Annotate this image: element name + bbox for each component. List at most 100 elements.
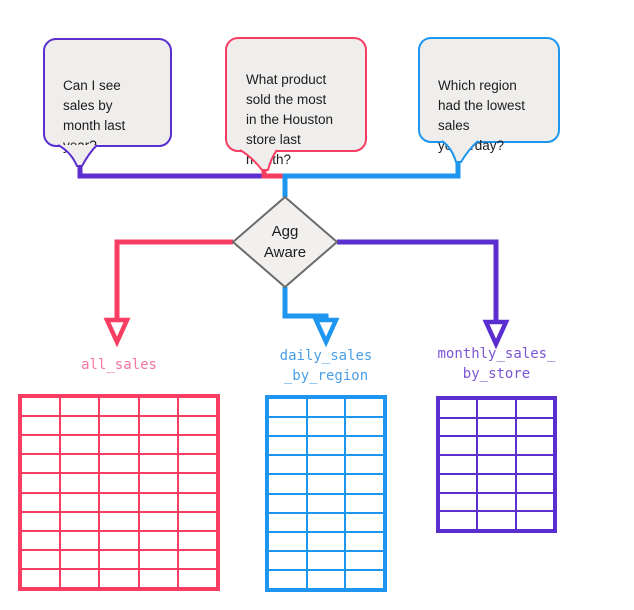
table-cell: [21, 397, 61, 417]
question-bubble-product-most-sold: What product sold the most in the Housto…: [225, 37, 367, 167]
table-cell: [21, 530, 61, 550]
table-cell: [515, 455, 554, 474]
table-cell: [439, 455, 478, 474]
table-cell: [138, 473, 178, 493]
question-bubble-sales-by-month: Can I see sales by month last year?: [43, 38, 172, 153]
table-cell: [21, 435, 61, 455]
table-cell: [21, 416, 61, 436]
question-text: Which region had the lowest sales yester…: [438, 78, 526, 153]
table-cell: [515, 417, 554, 437]
table-cell: [21, 473, 61, 493]
table-cell: [345, 417, 384, 437]
table-cell: [177, 549, 217, 569]
table-cell: [60, 492, 100, 512]
table-cell: [345, 398, 384, 418]
table-cell: [439, 436, 478, 456]
table-cell: [177, 416, 217, 436]
table-cell: [21, 511, 61, 531]
table-cell: [345, 436, 384, 456]
table-cell: [345, 455, 384, 475]
table-cell: [99, 473, 139, 493]
table-cell: [138, 454, 178, 474]
table-cell: [138, 530, 178, 550]
table-cell: [268, 436, 307, 456]
table-cell: [477, 511, 516, 530]
table-cell: [138, 492, 178, 512]
table-cell: [477, 436, 516, 456]
table-cell: [306, 569, 346, 589]
table-cell: [439, 399, 478, 418]
table-cell: [138, 416, 178, 436]
table-cell: [99, 511, 139, 531]
table-cell: [345, 493, 384, 513]
table-cell: [268, 493, 307, 513]
table-cell: [177, 568, 217, 588]
table-cell: [477, 492, 516, 512]
table-cell: [477, 473, 516, 493]
table-cell: [515, 399, 554, 418]
table-cell: [268, 550, 307, 570]
table-cell: [306, 455, 346, 475]
table-cell: [60, 549, 100, 569]
arrowhead-down-pink-icon: [103, 317, 131, 348]
table-daily-sales-by-region: [265, 395, 387, 592]
arrowhead-down-purple-icon: [482, 319, 510, 350]
table-cell: [177, 530, 217, 550]
table-cell: [515, 473, 554, 493]
table-cell: [306, 512, 346, 532]
table-cell: [138, 435, 178, 455]
table-cell: [306, 474, 346, 494]
table-cell: [21, 568, 61, 588]
table-cell: [306, 550, 346, 570]
table-cell: [99, 397, 139, 417]
table-cell: [439, 511, 478, 530]
table-cell: [345, 569, 384, 589]
question-text: What product sold the most in the Housto…: [246, 72, 334, 167]
table-cell: [306, 417, 346, 437]
table-cell: [268, 398, 307, 418]
table-cell: [60, 568, 100, 588]
table-label-daily-sales-by-region: daily_sales _by_region: [279, 348, 373, 384]
table-cell: [345, 474, 384, 494]
table-cell: [177, 492, 217, 512]
table-cell: [515, 511, 554, 530]
table-cell: [60, 530, 100, 550]
table-label-monthly-sales-by-store: monthly_sales_ by_store: [437, 346, 556, 382]
table-cell: [99, 435, 139, 455]
table-cell: [21, 454, 61, 474]
table-monthly-sales-by-store: [436, 396, 557, 533]
decision-node-label: Agg Aware: [263, 223, 307, 261]
table-cell: [99, 492, 139, 512]
table-cell: [99, 568, 139, 588]
connector-to-monthly-sales: [337, 239, 499, 322]
table-cell: [60, 435, 100, 455]
table-cell: [138, 549, 178, 569]
table-label-all-sales: all_sales: [81, 357, 157, 373]
table-cell: [268, 417, 307, 437]
table-cell: [177, 435, 217, 455]
table-cell: [345, 550, 384, 570]
table-cell: [477, 455, 516, 474]
table-cell: [268, 455, 307, 475]
connector-to-all-sales: [114, 239, 233, 320]
table-cell: [177, 511, 217, 531]
table-cell: [268, 531, 307, 551]
table-cell: [99, 530, 139, 550]
table-cell: [268, 512, 307, 532]
table-cell: [177, 473, 217, 493]
table-cell: [268, 474, 307, 494]
table-cell: [99, 549, 139, 569]
table-cell: [439, 492, 478, 512]
table-cell: [345, 531, 384, 551]
table-cell: [306, 436, 346, 456]
table-cell: [138, 568, 178, 588]
table-cell: [138, 511, 178, 531]
table-cell: [60, 511, 100, 531]
table-cell: [306, 398, 346, 418]
table-cell: [515, 436, 554, 456]
table-cell: [345, 512, 384, 532]
table-cell: [439, 417, 478, 437]
table-cell: [477, 417, 516, 437]
table-cell: [306, 531, 346, 551]
table-cell: [515, 492, 554, 512]
